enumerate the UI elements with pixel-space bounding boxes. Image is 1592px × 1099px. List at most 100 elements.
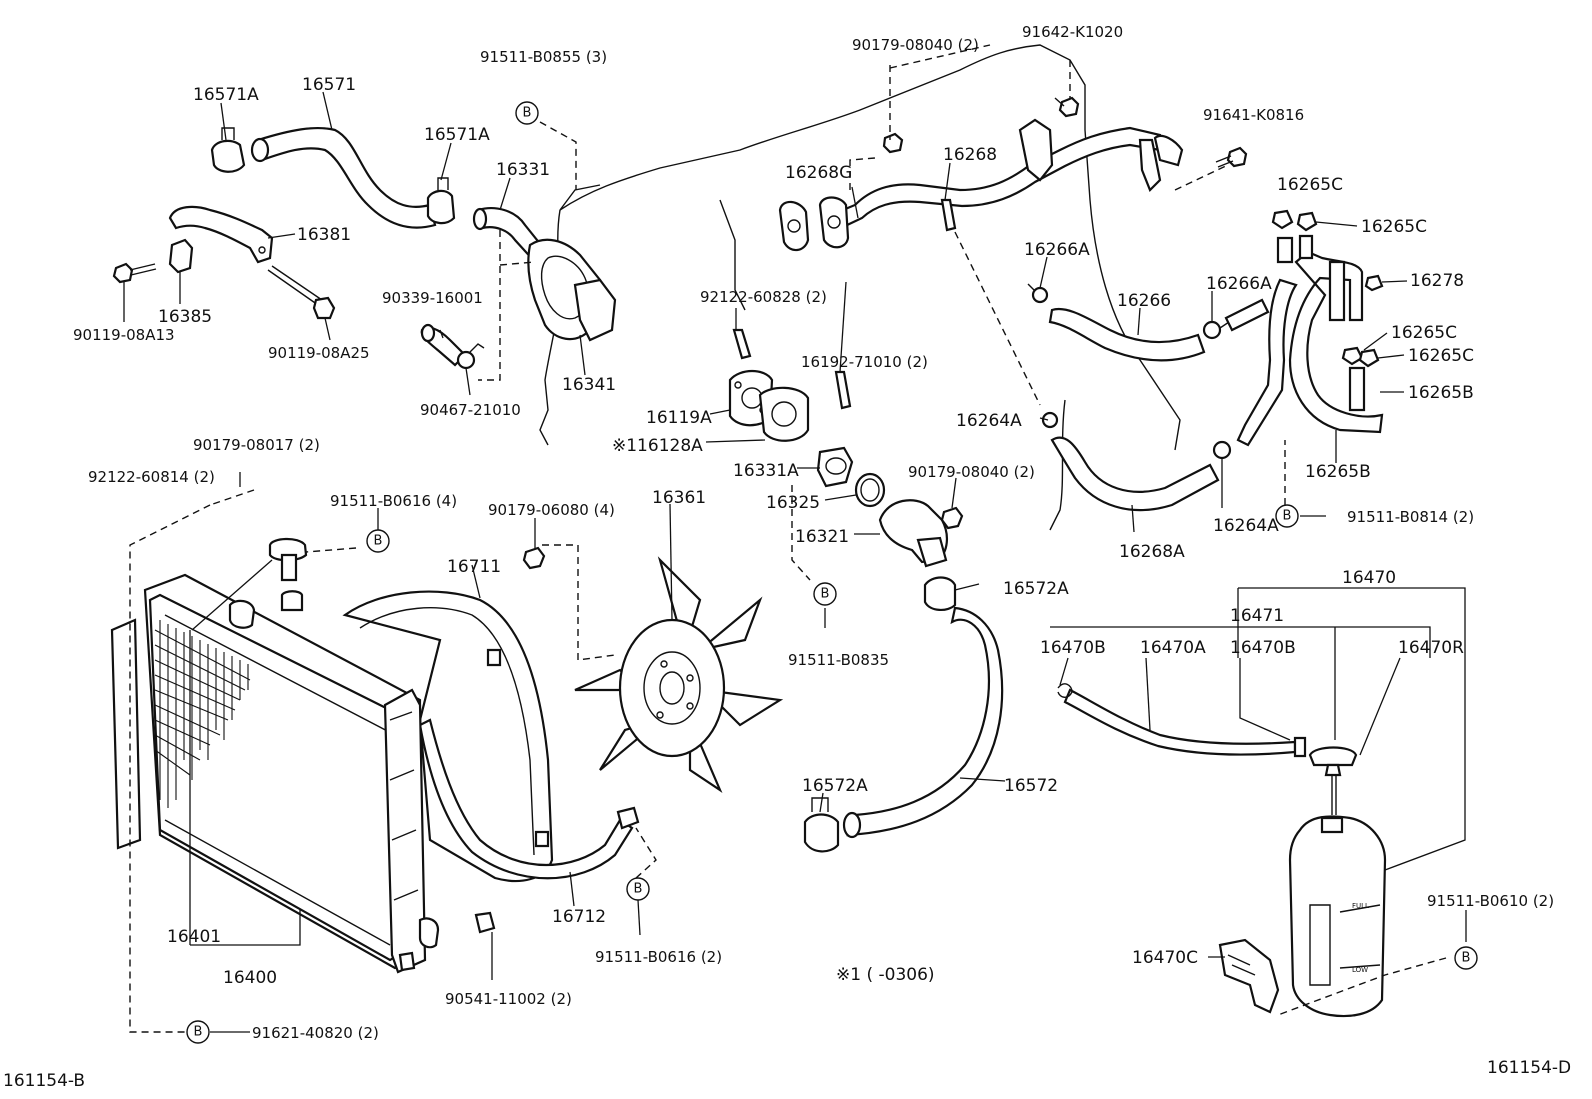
- flange-16268[interactable]: [818, 196, 850, 249]
- label-92122-60814[interactable]: 92122-60814 (2): [88, 468, 215, 486]
- fan-16361[interactable]: [574, 556, 784, 793]
- bracket-16470C[interactable]: [1218, 938, 1280, 1014]
- label-91511-B0616-4[interactable]: 91511-B0616 (4): [330, 492, 457, 510]
- label-16381[interactable]: 16381: [297, 225, 351, 245]
- label-16711[interactable]: 16711: [447, 557, 501, 577]
- nut-90179-06080[interactable]: [522, 546, 546, 570]
- label-16331[interactable]: 16331: [496, 160, 550, 180]
- label-16400[interactable]: 16400: [223, 968, 277, 988]
- gasket-16268G[interactable]: [778, 200, 810, 252]
- label-16341[interactable]: 16341: [562, 375, 616, 395]
- label-16266[interactable]: 16266: [1117, 291, 1171, 311]
- label-90119-08A25[interactable]: 90119-08A25: [268, 344, 370, 362]
- label-91511-B0610[interactable]: 91511-B0610 (2): [1427, 892, 1554, 910]
- label-90179-06080[interactable]: 90179-06080 (4): [488, 501, 615, 519]
- label-16266A-left[interactable]: 16266A: [1024, 240, 1090, 260]
- bracket-16385[interactable]: [168, 238, 194, 274]
- label-16192-71010[interactable]: 16192-71010 (2): [801, 353, 928, 371]
- shroud-16712[interactable]: [418, 718, 640, 880]
- label-16325[interactable]: 16325: [766, 493, 820, 513]
- reservoir-tank-16470[interactable]: FULL LOW: [1288, 815, 1387, 1018]
- gasket-16325[interactable]: [854, 472, 886, 508]
- label-16268G[interactable]: 16268G: [785, 163, 852, 183]
- clamp-90467-21010[interactable]: [456, 343, 485, 370]
- hose-16572[interactable]: [842, 606, 1004, 839]
- label-16268A[interactable]: 16268A: [1119, 542, 1185, 562]
- overflow-hose-16470A[interactable]: [1063, 688, 1307, 758]
- label-16119A[interactable]: 16119A: [646, 408, 712, 428]
- label-91511-B0855[interactable]: 91511-B0855 (3): [480, 48, 607, 66]
- label-16572A-bottom[interactable]: 16572A: [802, 776, 868, 796]
- shroud-16711[interactable]: [342, 590, 554, 882]
- stud-92122-60828[interactable]: [732, 328, 752, 360]
- label-16572A-top[interactable]: 16572A: [1003, 579, 1069, 599]
- grommet-90541-11002[interactable]: [474, 911, 496, 934]
- label-91621-40820[interactable]: 91621-40820 (2): [252, 1024, 379, 1042]
- label-91511-B0814[interactable]: 91511-B0814 (2): [1347, 508, 1474, 526]
- label-16264A-right[interactable]: 16264A: [1213, 516, 1279, 536]
- cap-16470R[interactable]: [1308, 746, 1358, 816]
- label-90179-08040-mid[interactable]: 90179-08040 (2): [908, 463, 1035, 481]
- label-92122-60828[interactable]: 92122-60828 (2): [700, 288, 827, 306]
- thermostat-16331A[interactable]: [816, 446, 854, 488]
- label-16571A-left[interactable]: 16571A: [193, 85, 259, 105]
- label-16470B-left[interactable]: 16470B: [1040, 638, 1106, 658]
- clamp-16571A-left[interactable]: [210, 127, 246, 173]
- label-16265C-2[interactable]: 16265C: [1361, 217, 1427, 237]
- pipe-assembly-16265[interactable]: [1224, 234, 1384, 447]
- label-16265B-right[interactable]: 16265B: [1408, 383, 1474, 403]
- label-16572[interactable]: 16572: [1004, 776, 1058, 796]
- label-90179-08017[interactable]: 90179-08017 (2): [193, 436, 320, 454]
- bolt-90119-08A13[interactable]: [112, 262, 157, 284]
- label-16470R[interactable]: 16470R: [1398, 638, 1464, 658]
- label-16571[interactable]: 16571: [302, 75, 356, 95]
- label-91511-B0835[interactable]: 91511-B0835: [788, 651, 889, 669]
- pipe-16268[interactable]: [836, 118, 1184, 228]
- radiator-16400[interactable]: [110, 537, 440, 974]
- clamp-16470B-left[interactable]: [1057, 683, 1073, 698]
- label-90541-11002[interactable]: 90541-11002 (2): [445, 990, 572, 1008]
- clamp-16266A-left[interactable]: [1027, 283, 1049, 304]
- label-16265C-1[interactable]: 16265C: [1277, 175, 1343, 195]
- label-16331A[interactable]: 16331A: [733, 461, 799, 481]
- label-16470A[interactable]: 16470A: [1140, 638, 1206, 658]
- bolt-91642-K1020[interactable]: [1054, 96, 1080, 118]
- label-91511-B0616-2[interactable]: 91511-B0616 (2): [595, 948, 722, 966]
- bolt-90119-08A25[interactable]: [267, 265, 336, 320]
- clips-16265C[interactable]: [1271, 209, 1384, 368]
- label-90467-21010[interactable]: 90467-21010: [420, 401, 521, 419]
- nut-90179-08040-mid[interactable]: [940, 506, 964, 530]
- label-116128A[interactable]: ※116128A: [612, 436, 703, 456]
- label-16268[interactable]: 16268: [943, 145, 997, 165]
- stud-16268[interactable]: [940, 198, 957, 232]
- clamp-16572A-bottom[interactable]: [803, 797, 840, 853]
- clamp-16264A-right[interactable]: [1212, 440, 1232, 460]
- label-16401[interactable]: 16401: [167, 927, 221, 947]
- pipe-16381[interactable]: [168, 205, 274, 264]
- label-16470[interactable]: 16470: [1342, 568, 1396, 588]
- label-16470C[interactable]: 16470C: [1132, 948, 1198, 968]
- stud-16192-71010[interactable]: [834, 370, 852, 410]
- label-16265C-3[interactable]: 16265C: [1391, 323, 1457, 343]
- hose-16268A[interactable]: [1050, 436, 1220, 512]
- label-16385[interactable]: 16385: [158, 307, 212, 327]
- bolt-91641-K0816[interactable]: [1215, 146, 1248, 168]
- label-16265B-bottom[interactable]: 16265B: [1305, 462, 1371, 482]
- hose-16571[interactable]: [250, 126, 437, 229]
- label-16470B-right[interactable]: 16470B: [1230, 638, 1296, 658]
- label-90179-08040-top[interactable]: 90179-08040 (2): [852, 36, 979, 54]
- housing-116128A[interactable]: [758, 386, 810, 442]
- hose-16266[interactable]: [1048, 307, 1206, 362]
- clamp-16572A-top[interactable]: [923, 576, 957, 611]
- label-90119-08A13[interactable]: 90119-08A13: [73, 326, 175, 344]
- inlet-16321[interactable]: [878, 499, 948, 568]
- water-outlet-16341[interactable]: [527, 238, 617, 342]
- nut-90179-08040-top[interactable]: [882, 132, 904, 154]
- label-16265C-4[interactable]: 16265C: [1408, 346, 1474, 366]
- label-16712[interactable]: 16712: [552, 907, 606, 927]
- label-16321[interactable]: 16321: [795, 527, 849, 547]
- label-16266A-right[interactable]: 16266A: [1206, 274, 1272, 294]
- label-16361[interactable]: 16361: [652, 488, 706, 508]
- label-91642-K1020[interactable]: 91642-K1020: [1022, 23, 1123, 41]
- label-16264A-left[interactable]: 16264A: [956, 411, 1022, 431]
